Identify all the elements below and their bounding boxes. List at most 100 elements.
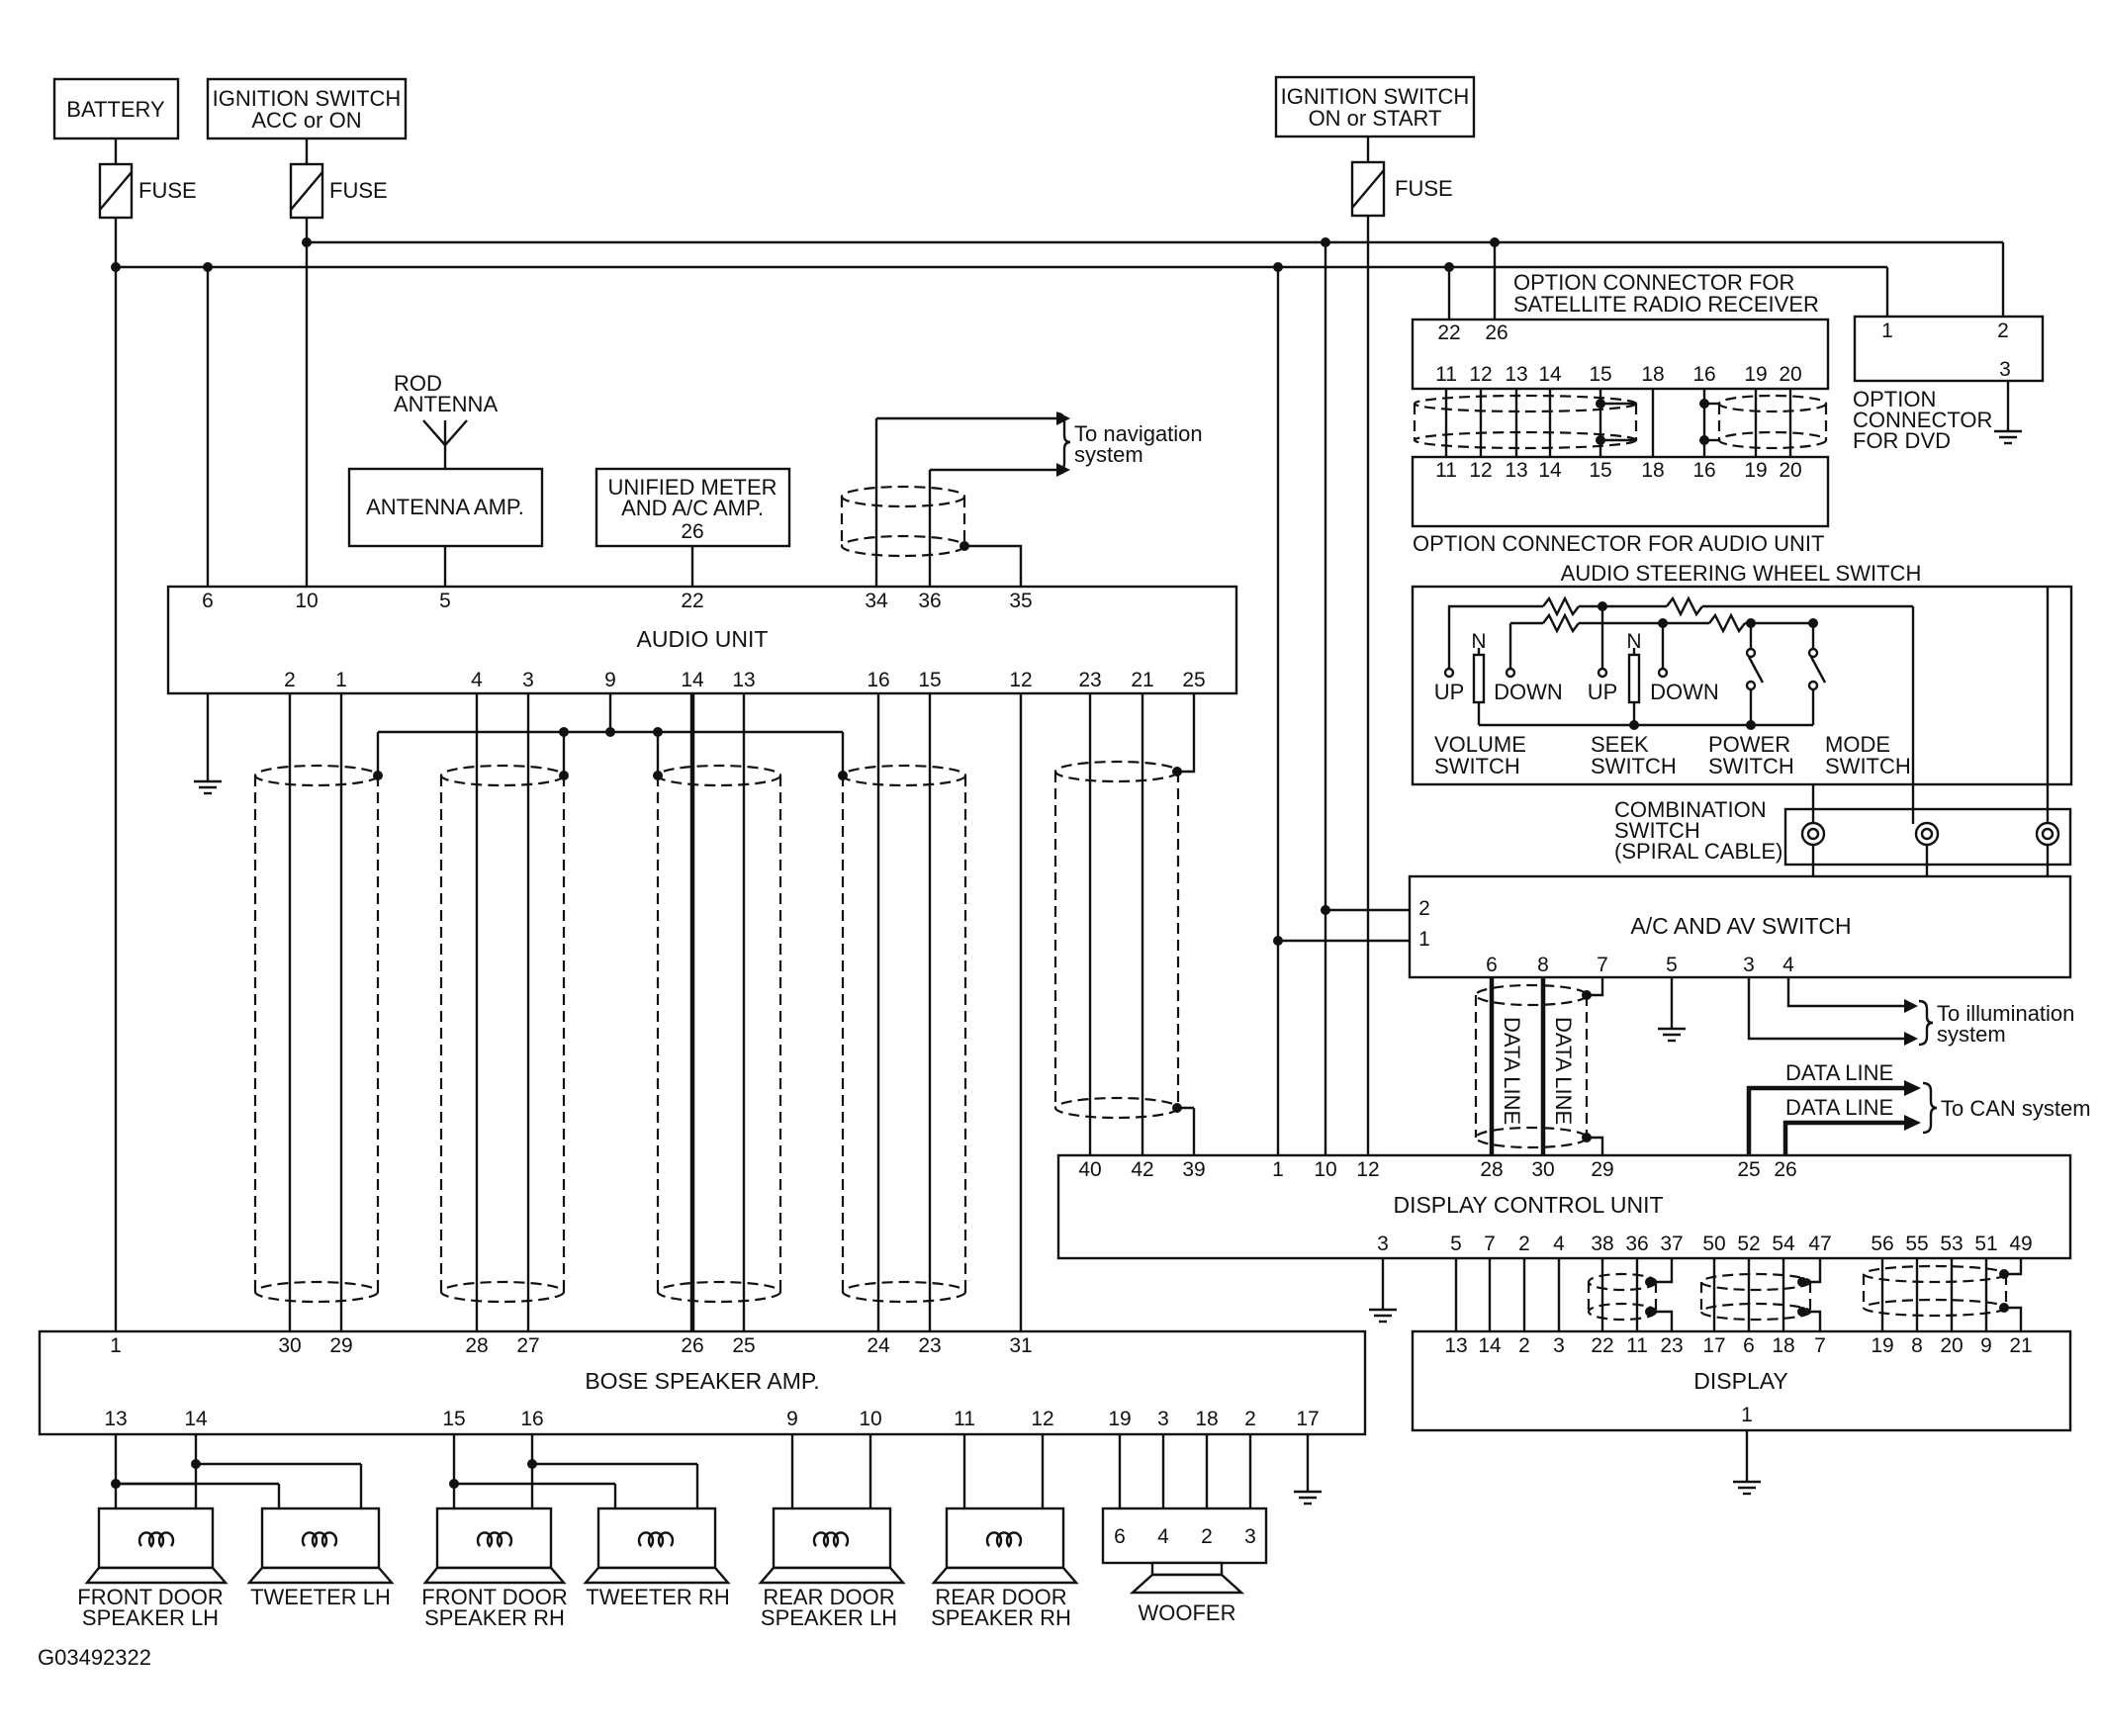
svg-text:system: system xyxy=(1937,1022,2006,1047)
svg-text:3: 3 xyxy=(1743,954,1755,976)
svg-text:N: N xyxy=(1471,630,1486,653)
antenna-amp: ANTENNA AMP. xyxy=(347,467,544,587)
svg-text:18: 18 xyxy=(1195,1408,1218,1430)
svg-text:8: 8 xyxy=(1911,1334,1923,1357)
svg-text:19: 19 xyxy=(1871,1334,1893,1357)
svg-text:POWER: POWER xyxy=(1708,732,1790,757)
svg-text:23: 23 xyxy=(1660,1334,1683,1357)
svg-text:11: 11 xyxy=(954,1408,975,1430)
tweeter-rh: TWEETER RH xyxy=(583,1507,731,1609)
svg-text:12: 12 xyxy=(1469,459,1492,482)
svg-text:34: 34 xyxy=(865,590,888,612)
svg-text:5: 5 xyxy=(1666,954,1678,976)
svg-text:system: system xyxy=(1074,442,1143,467)
svg-text:16: 16 xyxy=(1692,363,1715,386)
svg-text:26: 26 xyxy=(1485,321,1507,344)
svg-text:REAR DOOR: REAR DOOR xyxy=(763,1585,894,1609)
svg-text:15: 15 xyxy=(918,669,941,691)
svg-text:20: 20 xyxy=(1940,1334,1963,1357)
option-connector-satellite: OPTION CONNECTOR FOR SATELLITE RADIO REC… xyxy=(1411,270,1830,391)
svg-text:AND A/C AMP.: AND A/C AMP. xyxy=(621,496,764,520)
svg-text:1: 1 xyxy=(1418,928,1430,951)
svg-text:N: N xyxy=(1626,630,1641,653)
svg-text:FRONT DOOR: FRONT DOOR xyxy=(77,1585,223,1609)
svg-text:SPEAKER RH: SPEAKER RH xyxy=(424,1605,565,1630)
svg-text:36: 36 xyxy=(1625,1233,1648,1255)
svg-text:26: 26 xyxy=(681,1334,703,1357)
svg-text:13: 13 xyxy=(732,669,755,691)
svg-text:18: 18 xyxy=(1641,459,1664,482)
svg-text:20: 20 xyxy=(1779,459,1801,482)
svg-text:12: 12 xyxy=(1356,1158,1379,1181)
can-data-lines: DATA LINE DATA LINE To CAN system xyxy=(1746,1060,2091,1155)
audio-unit-ground xyxy=(194,693,222,795)
svg-text:To CAN system: To CAN system xyxy=(1941,1096,2091,1121)
svg-text:14: 14 xyxy=(1478,1334,1502,1357)
option-connector-dvd: 1 2 3 OPTION CONNECTOR FOR DVD xyxy=(1853,315,2045,453)
figure-id: G03492322 xyxy=(38,1645,151,1670)
svg-text:13: 13 xyxy=(1505,459,1527,482)
speaker-shields xyxy=(253,760,1180,1304)
svg-text:9: 9 xyxy=(1980,1334,1992,1357)
svg-text:13: 13 xyxy=(104,1408,127,1430)
svg-text:2: 2 xyxy=(1997,320,2009,342)
svg-text:COMBINATION: COMBINATION xyxy=(1614,797,1767,822)
svg-text:21: 21 xyxy=(1131,669,1153,691)
svg-text:5: 5 xyxy=(439,590,451,612)
svg-text:18: 18 xyxy=(1641,363,1664,386)
svg-text:22: 22 xyxy=(1437,321,1460,344)
svg-text:4: 4 xyxy=(1782,954,1794,976)
svg-text:9: 9 xyxy=(604,669,616,691)
svg-text:56: 56 xyxy=(1871,1233,1893,1255)
svg-text:To navigation: To navigation xyxy=(1074,421,1203,446)
svg-text:11: 11 xyxy=(1435,459,1457,482)
svg-text:10: 10 xyxy=(859,1408,881,1430)
svg-text:11: 11 xyxy=(1435,363,1457,386)
svg-text:ANTENNA AMP.: ANTENNA AMP. xyxy=(366,495,524,519)
svg-text:5: 5 xyxy=(1450,1233,1462,1255)
svg-text:14: 14 xyxy=(681,669,704,691)
svg-text:30: 30 xyxy=(1531,1158,1554,1181)
tweeter-lh: TWEETER LH xyxy=(116,1434,395,1609)
navigation-connection: To navigation system xyxy=(840,411,1203,587)
svg-text:2: 2 xyxy=(284,669,296,691)
svg-text:10: 10 xyxy=(295,590,318,612)
svg-text:MODE: MODE xyxy=(1825,732,1890,757)
svg-text:ACC or ON: ACC or ON xyxy=(251,108,361,133)
svg-text:1: 1 xyxy=(335,669,347,691)
svg-text:WOOFER: WOOFER xyxy=(1139,1600,1236,1625)
fuse-ignition-start: FUSE xyxy=(1350,137,1453,218)
svg-text:DOWN: DOWN xyxy=(1494,680,1563,704)
svg-text:DISPLAY CONTROL UNIT: DISPLAY CONTROL UNIT xyxy=(1393,1192,1663,1218)
svg-text:42: 42 xyxy=(1131,1158,1153,1181)
ac-av-switch-connections: DATA LINE DATA LINE To illumination syst… xyxy=(1474,977,2074,1155)
svg-text:25: 25 xyxy=(732,1334,755,1357)
svg-text:3: 3 xyxy=(1999,358,2011,381)
svg-text:TWEETER LH: TWEETER LH xyxy=(250,1585,391,1609)
svg-text:23: 23 xyxy=(918,1334,941,1357)
svg-text:25: 25 xyxy=(1737,1158,1760,1181)
svg-text:6: 6 xyxy=(202,590,214,612)
svg-text:1: 1 xyxy=(110,1334,122,1357)
display-control-unit: 40 42 39 1 10 12 28 30 29 25 26 DISPLAY … xyxy=(1056,1153,2072,1260)
svg-text:6: 6 xyxy=(1486,954,1498,976)
svg-text:26: 26 xyxy=(681,520,703,543)
svg-text:1: 1 xyxy=(1741,1404,1753,1426)
svg-text:6: 6 xyxy=(1743,1334,1755,1357)
svg-text:38: 38 xyxy=(1591,1233,1613,1255)
svg-text:4: 4 xyxy=(471,669,483,691)
svg-text:FUSE: FUSE xyxy=(1395,176,1453,201)
svg-text:19: 19 xyxy=(1744,459,1767,482)
svg-text:UNIFIED METER: UNIFIED METER xyxy=(607,475,776,500)
combination-switch-spiral-cable: COMBINATION SWITCH (SPIRAL CABLE) 14 13 … xyxy=(1614,587,2072,900)
svg-text:UP: UP xyxy=(1434,680,1465,704)
fuse-battery: FUSE xyxy=(98,138,197,220)
svg-text:AUDIO UNIT: AUDIO UNIT xyxy=(637,626,769,652)
svg-text:23: 23 xyxy=(1078,669,1101,691)
svg-text:4: 4 xyxy=(1157,1525,1169,1548)
svg-text:BATTERY: BATTERY xyxy=(66,97,165,122)
svg-text:53: 53 xyxy=(1940,1233,1963,1255)
svg-text:REAR DOOR: REAR DOOR xyxy=(935,1585,1066,1609)
svg-text:OPTION CONNECTOR FOR: OPTION CONNECTOR FOR xyxy=(1513,270,1794,295)
